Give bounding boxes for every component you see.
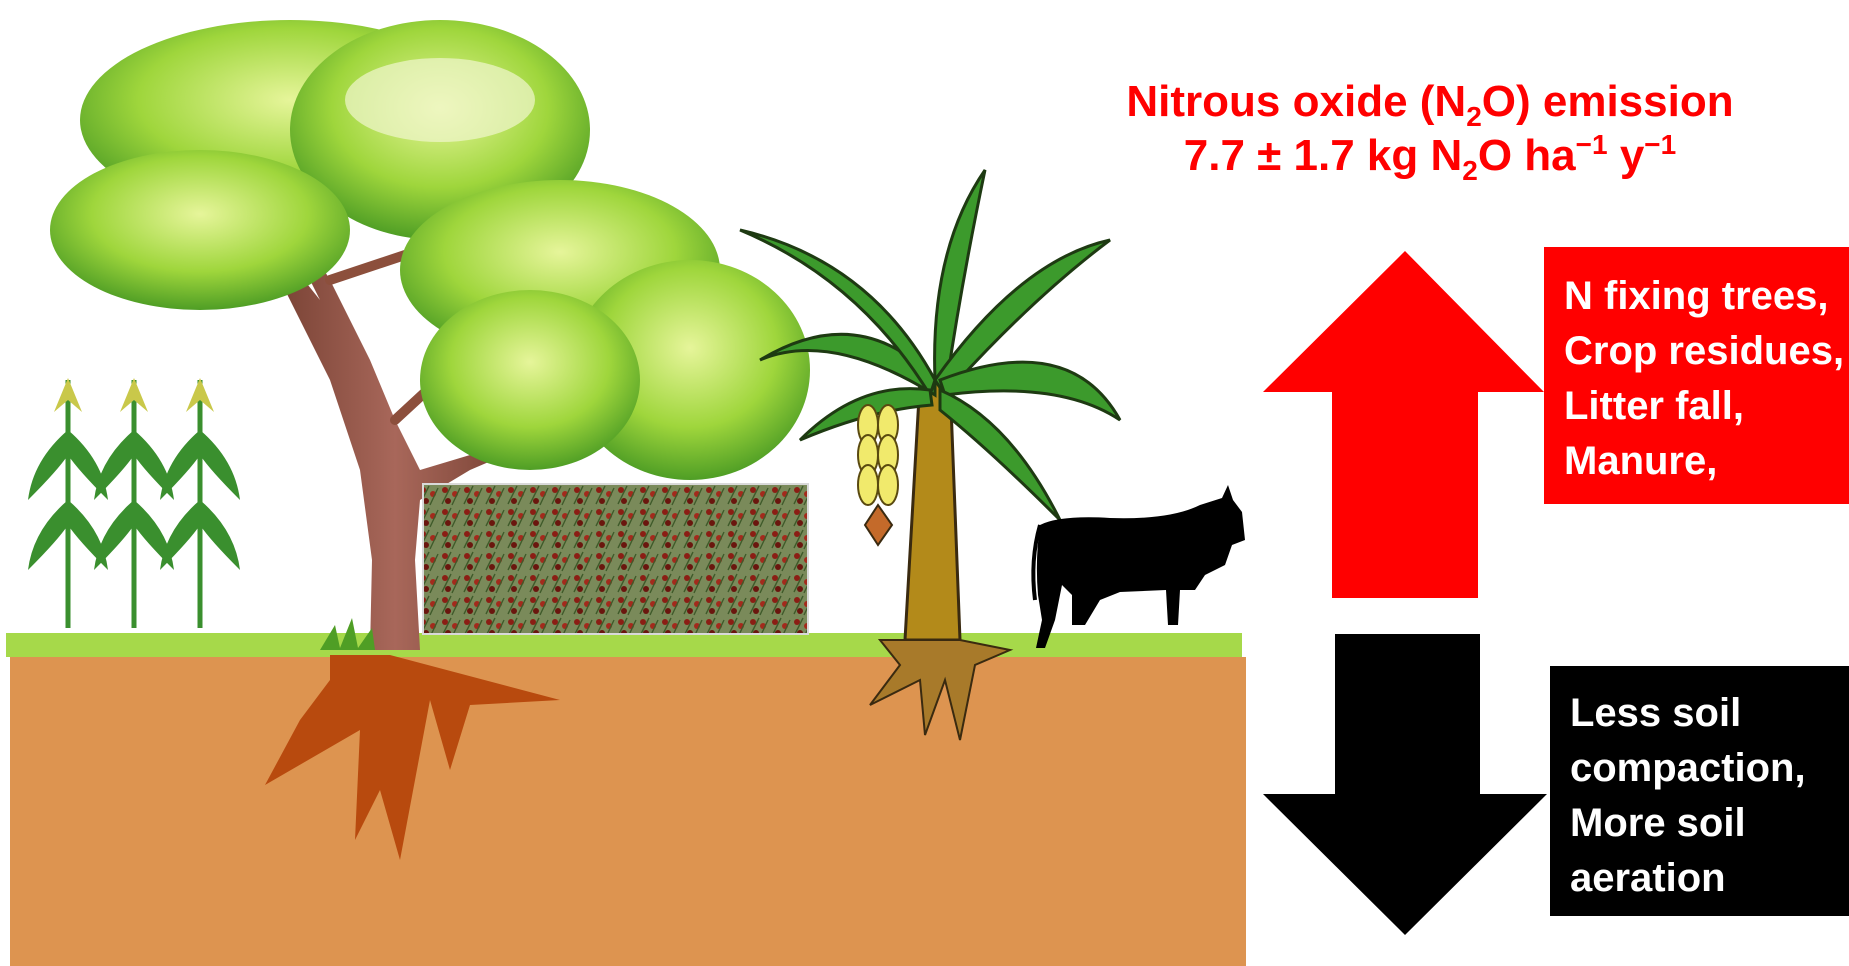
arrow-down-icon [1263, 634, 1547, 935]
arrow-up-icon [1263, 251, 1544, 598]
coffee-shrubs [423, 484, 808, 634]
soil-layer [10, 657, 1246, 966]
decrease-factor: compaction, [1570, 741, 1849, 796]
grass-strip [6, 633, 1242, 657]
decrease-factors-box: Less soil compaction, More soil aeration [1550, 666, 1849, 916]
decrease-factor: aeration [1570, 851, 1849, 906]
decrease-factor: Less soil [1570, 686, 1849, 741]
increase-factors-box: N fixing trees, Crop residues, Litter fa… [1544, 247, 1849, 504]
increase-factor: Crop residues, [1564, 324, 1849, 379]
maize-plants [28, 378, 240, 628]
increase-factor: Litter fall, [1564, 379, 1849, 434]
increase-factor: N fixing trees, [1564, 269, 1849, 324]
emission-title: Nitrous oxide (N2O) emission [1050, 76, 1810, 128]
decrease-factor: More soil [1570, 796, 1849, 851]
increase-factor: Manure, [1564, 434, 1849, 489]
cow-silhouette [1036, 485, 1245, 648]
emission-value: 7.7 ± 1.7 kg N2O ha−1 y−1 [1050, 130, 1810, 182]
tree-canopy [50, 20, 810, 480]
